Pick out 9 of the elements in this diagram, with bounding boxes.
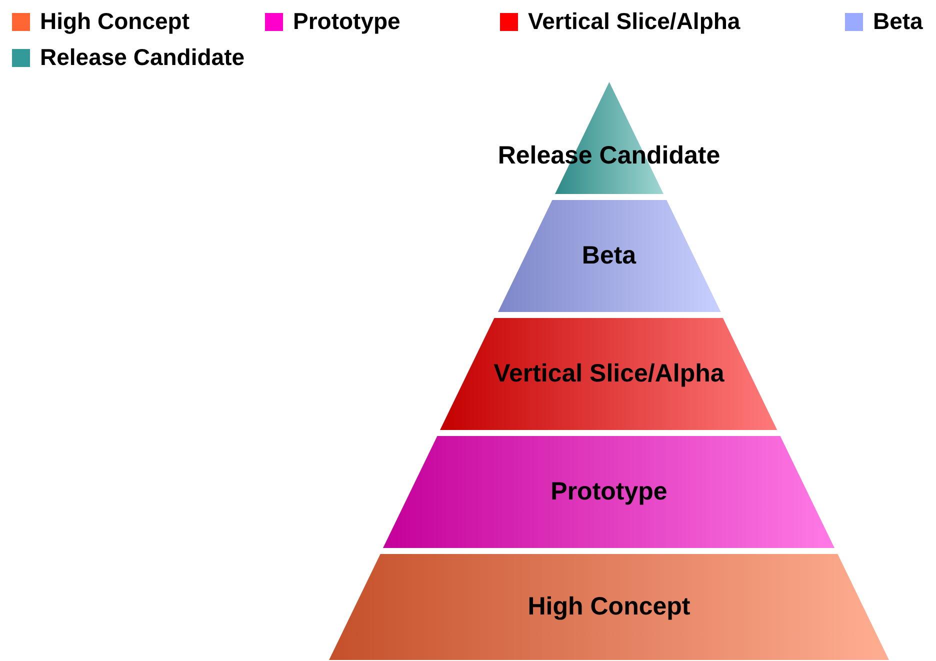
legend-label: Prototype [293, 8, 400, 35]
band-label: Vertical Slice/Alpha [494, 360, 724, 388]
legend-label: High Concept [40, 8, 190, 35]
legend-label: Vertical Slice/Alpha [528, 8, 740, 35]
band-label: Prototype [550, 478, 668, 506]
legend-label: Release Candidate [40, 44, 245, 71]
band-label: Beta [582, 242, 636, 270]
legend-label: Beta [873, 8, 923, 35]
band-label: High Concept [528, 592, 690, 622]
